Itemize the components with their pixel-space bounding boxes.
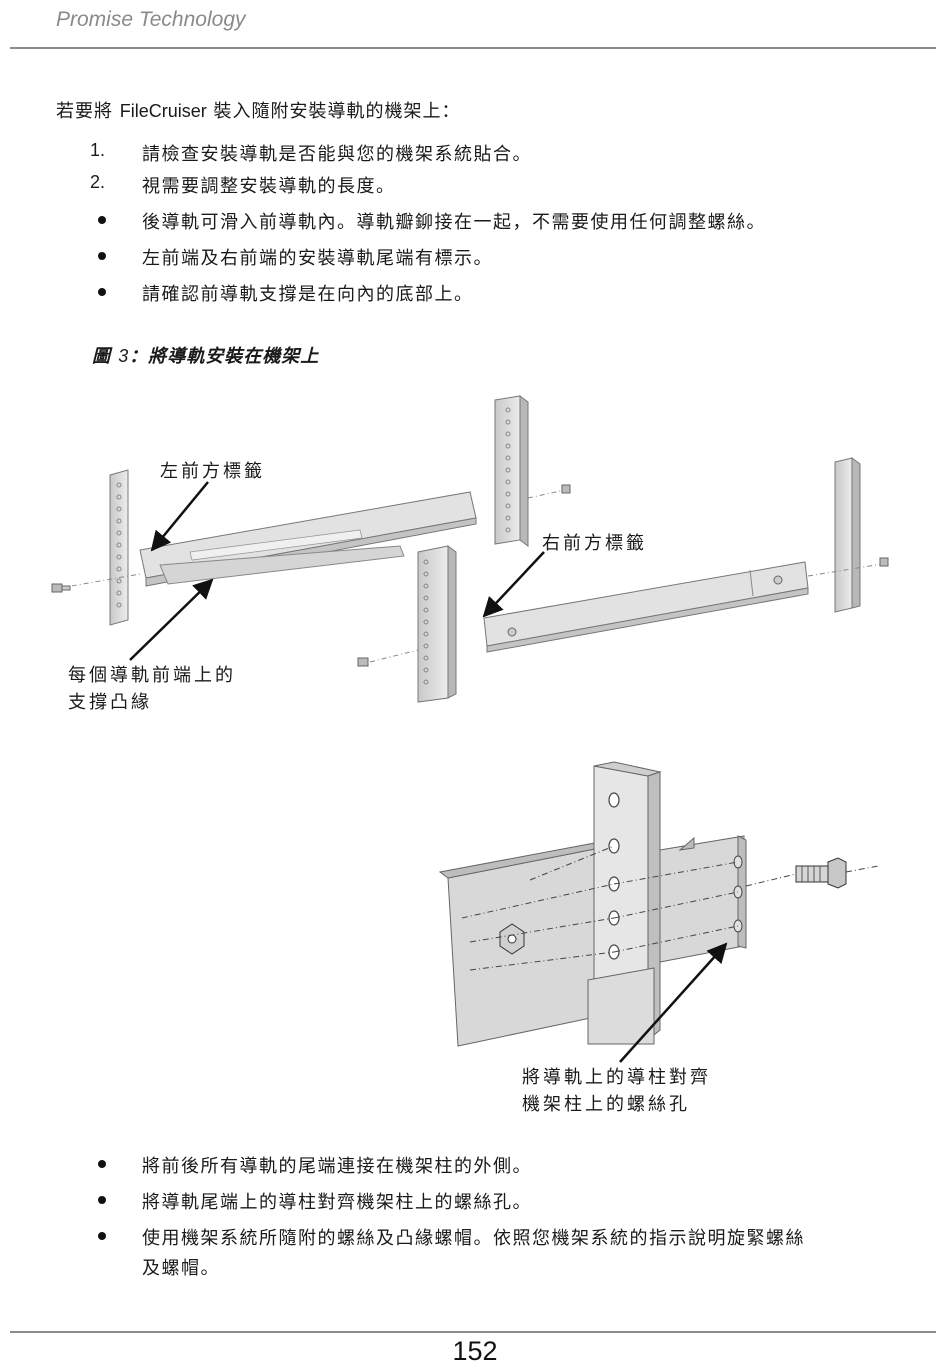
left-front-screw [51, 583, 71, 593]
right-front-screw [357, 657, 369, 667]
rail-installation-figure [51, 395, 889, 1063]
callout-flange: 每個導軌前端上的 支撐凸緣 [68, 662, 236, 716]
bullet-dot [98, 216, 106, 224]
bullet-dot [98, 252, 106, 260]
bullet-dot [98, 1232, 106, 1240]
right-front-screw-line [369, 649, 419, 663]
callout-left-front-label: 左前方標籤 [160, 461, 265, 482]
bullet-text: 請確認前導軌支撐是在向內的底部上。 [142, 284, 474, 305]
step-number: 2. [90, 172, 106, 192]
product-name: FileCruiser [119, 101, 207, 121]
bullet-text: 使用機架系統所隨附的螺絲及凸緣螺帽。依照您機架系統的指示說明旋緊螺絲 [142, 1228, 805, 1249]
right-back-screw [879, 557, 889, 567]
callout-align: 將導軌上的導柱對齊 機架柱上的螺絲孔 [522, 1064, 711, 1118]
step-text: 視需要調整安裝導軌的長度。 [142, 176, 396, 197]
back-screw-line [527, 489, 566, 499]
intro-paragraph: 若要將 FileCruiser 裝入隨附安裝導軌的機架上： [56, 97, 460, 123]
caption-prefix: 圖 [92, 346, 119, 367]
callout-right-front-label: 右前方標籤 [542, 533, 647, 554]
right-rail [483, 561, 809, 653]
callout-align-line1: 將導軌上的導柱對齊 [522, 1067, 711, 1088]
page-number: 152 [452, 1336, 498, 1366]
bullet-dot [98, 1196, 106, 1204]
step-text: 請檢查安裝導軌是否能與您的機架系統貼合。 [142, 144, 532, 165]
bullet-dot [98, 288, 106, 296]
caption-number: 3 [118, 346, 130, 366]
bullet-text: 將前後所有導軌的尾端連接在機架柱的外側。 [142, 1156, 532, 1177]
back-screw [561, 484, 571, 494]
left-back-post [494, 395, 529, 547]
left-rail [139, 491, 477, 587]
callout-flange-line1: 每個導軌前端上的 [68, 665, 236, 686]
figure-caption: 圖 3：將導軌安裝在機架上 [92, 342, 319, 368]
left-screw-line [59, 573, 141, 589]
running-header: Promise Technology [56, 8, 246, 31]
bullet-dot [98, 1160, 106, 1168]
right-label-arrow [482, 551, 545, 618]
right-back-post [834, 457, 861, 613]
left-front-post [109, 469, 129, 626]
right-front-post [417, 545, 457, 703]
intro-suffix: 裝入隨附安裝導軌的機架上： [206, 101, 461, 122]
right-back-screw-line [807, 563, 883, 577]
flange-arrow [129, 578, 214, 661]
footer-rule [10, 1331, 936, 1333]
bullet-text: 及螺帽。 [142, 1258, 220, 1279]
callout-flange-line2: 支撐凸緣 [68, 692, 152, 713]
detail-view [438, 761, 879, 1047]
bullet-text: 將導軌尾端上的導柱對齊機架柱上的螺絲孔。 [142, 1192, 532, 1213]
intro-prefix: 若要將 [56, 101, 120, 122]
header-rule [10, 47, 936, 49]
caption-text: ：將導軌安裝在機架上 [129, 346, 320, 367]
callout-align-line2: 機架柱上的螺絲孔 [522, 1094, 690, 1115]
align-arrow [619, 942, 728, 1063]
bullet-text: 左前端及右前端的安裝導軌尾端有標示。 [142, 248, 493, 269]
bullet-text: 後導軌可滑入前導軌內。導軌瓣鉚接在一起，不需要使用任何調整螺絲。 [142, 212, 766, 233]
step-number: 1. [90, 140, 106, 160]
left-label-arrow [150, 481, 209, 552]
